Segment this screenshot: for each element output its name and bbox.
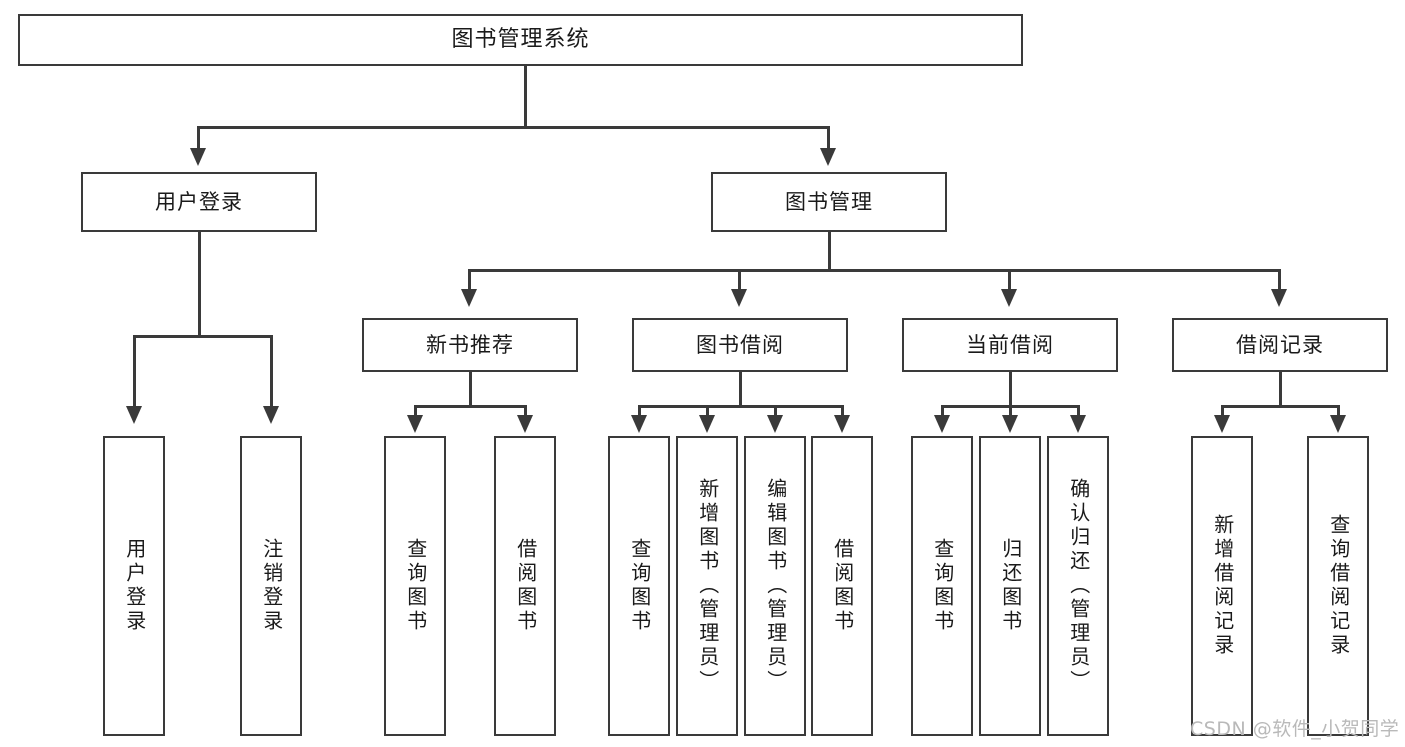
connector-recommend-drop-2	[524, 405, 527, 417]
node-current-borrow[interactable]: 当前借阅	[902, 318, 1118, 372]
leaf-records-add-record[interactable]: 新增借阅记录	[1191, 436, 1253, 736]
leaf-current-confirm-return[interactable]: 确认归还（管理员）	[1047, 436, 1109, 736]
arrow-to-current-borrow	[1001, 289, 1017, 307]
connector-recommend-drop-1	[414, 405, 417, 417]
leaf-label: 新增图书（管理员）	[695, 478, 720, 694]
connector-borrow-trunk	[739, 372, 742, 407]
node-book-management[interactable]: 图书管理	[711, 172, 947, 232]
connector-records-trunk	[1279, 372, 1282, 407]
leaf-user-login[interactable]: 用户登录	[103, 436, 165, 736]
leaf-current-return-book[interactable]: 归还图书	[979, 436, 1041, 736]
arrow-to-leaf-recommend-borrow-book	[517, 415, 533, 433]
leaf-borrow-borrow-book[interactable]: 借阅图书	[811, 436, 873, 736]
arrow-to-leaf-borrow-add-book	[699, 415, 715, 433]
node-borrow-records[interactable]: 借阅记录	[1172, 318, 1388, 372]
node-book-borrow[interactable]: 图书借阅	[632, 318, 848, 372]
arrow-to-leaf-current-query-book	[934, 415, 950, 433]
node-label: 图书借阅	[696, 332, 784, 357]
connector-user-login-bar	[133, 335, 272, 338]
arrow-root-to-user-login	[190, 148, 206, 166]
arrow-to-leaf-records-query-record	[1330, 415, 1346, 433]
connector-records-drop-1	[1221, 405, 1224, 417]
connector-borrow-bar	[638, 405, 843, 408]
arrow-to-leaf-current-return-book	[1002, 415, 1018, 433]
arrow-to-leaf-logout	[263, 406, 279, 424]
node-label: 图书管理系统	[451, 27, 590, 53]
connector-user-login-drop-1	[133, 335, 136, 408]
leaf-borrow-edit-book[interactable]: 编辑图书（管理员）	[744, 436, 806, 736]
connector-root-drop-right	[827, 126, 830, 150]
node-label: 借阅记录	[1236, 332, 1324, 357]
arrow-to-leaf-borrow-edit-book	[767, 415, 783, 433]
arrow-to-leaf-borrow-borrow-book	[834, 415, 850, 433]
connector-root-drop-left	[197, 126, 200, 150]
arrow-to-leaf-current-confirm-return	[1070, 415, 1086, 433]
leaf-label: 查询图书	[930, 538, 955, 634]
leaf-label: 注销登录	[259, 538, 284, 634]
connector-level3-bar	[468, 269, 1280, 272]
leaf-label: 新增借阅记录	[1210, 514, 1235, 658]
connector-records-drop-2	[1337, 405, 1340, 417]
leaf-label: 确认归还（管理员）	[1066, 478, 1091, 694]
connector-current-drop-2	[1009, 405, 1012, 417]
leaf-borrow-query-book[interactable]: 查询图书	[608, 436, 670, 736]
connector-borrow-drop-3	[774, 405, 777, 417]
leaf-borrow-add-book[interactable]: 新增图书（管理员）	[676, 436, 738, 736]
node-label: 新书推荐	[426, 332, 514, 357]
connector-current-trunk	[1009, 372, 1012, 407]
leaf-logout[interactable]: 注销登录	[240, 436, 302, 736]
connector-current-drop-1	[941, 405, 944, 417]
leaf-label: 借阅图书	[513, 538, 538, 634]
connector-root-trunk	[524, 66, 527, 128]
arrow-to-leaf-borrow-query-book	[631, 415, 647, 433]
leaf-records-query-record[interactable]: 查询借阅记录	[1307, 436, 1369, 736]
connector-book-management-trunk	[828, 232, 831, 271]
connector-records-bar	[1221, 405, 1339, 408]
connector-level3-drop-4	[1278, 269, 1281, 291]
arrow-to-book-borrow	[731, 289, 747, 307]
leaf-label: 查询图书	[403, 538, 428, 634]
connector-user-login-trunk	[198, 232, 201, 337]
leaf-recommend-borrow-book[interactable]: 借阅图书	[494, 436, 556, 736]
node-root-book-management-system[interactable]: 图书管理系统	[18, 14, 1023, 66]
arrow-to-leaf-records-add-record	[1214, 415, 1230, 433]
arrow-to-leaf-user-login	[126, 406, 142, 424]
arrow-root-to-book-management	[820, 148, 836, 166]
connector-root-bar	[197, 126, 829, 129]
connector-recommend-trunk	[469, 372, 472, 407]
leaf-label: 编辑图书（管理员）	[763, 478, 788, 694]
node-user-login[interactable]: 用户登录	[81, 172, 317, 232]
node-label: 图书管理	[785, 189, 873, 214]
connector-borrow-drop-4	[841, 405, 844, 417]
leaf-recommend-query-book[interactable]: 查询图书	[384, 436, 446, 736]
leaf-label: 归还图书	[998, 538, 1023, 634]
leaf-current-query-book[interactable]: 查询图书	[911, 436, 973, 736]
connector-borrow-drop-1	[638, 405, 641, 417]
connector-recommend-bar	[414, 405, 526, 408]
leaf-label: 查询图书	[627, 538, 652, 634]
connector-level3-drop-3	[1008, 269, 1011, 291]
connector-user-login-drop-2	[270, 335, 273, 408]
arrow-to-borrow-records	[1271, 289, 1287, 307]
leaf-label: 用户登录	[122, 538, 147, 634]
leaf-label: 查询借阅记录	[1326, 514, 1351, 658]
connector-current-drop-3	[1077, 405, 1080, 417]
arrow-to-new-book-recommend	[461, 289, 477, 307]
arrow-to-leaf-recommend-query-book	[407, 415, 423, 433]
connector-level3-drop-1	[468, 269, 471, 291]
connector-borrow-drop-2	[706, 405, 709, 417]
node-label: 当前借阅	[966, 332, 1054, 357]
node-label: 用户登录	[155, 189, 243, 214]
node-new-book-recommend[interactable]: 新书推荐	[362, 318, 578, 372]
leaf-label: 借阅图书	[830, 538, 855, 634]
connector-level3-drop-2	[738, 269, 741, 291]
